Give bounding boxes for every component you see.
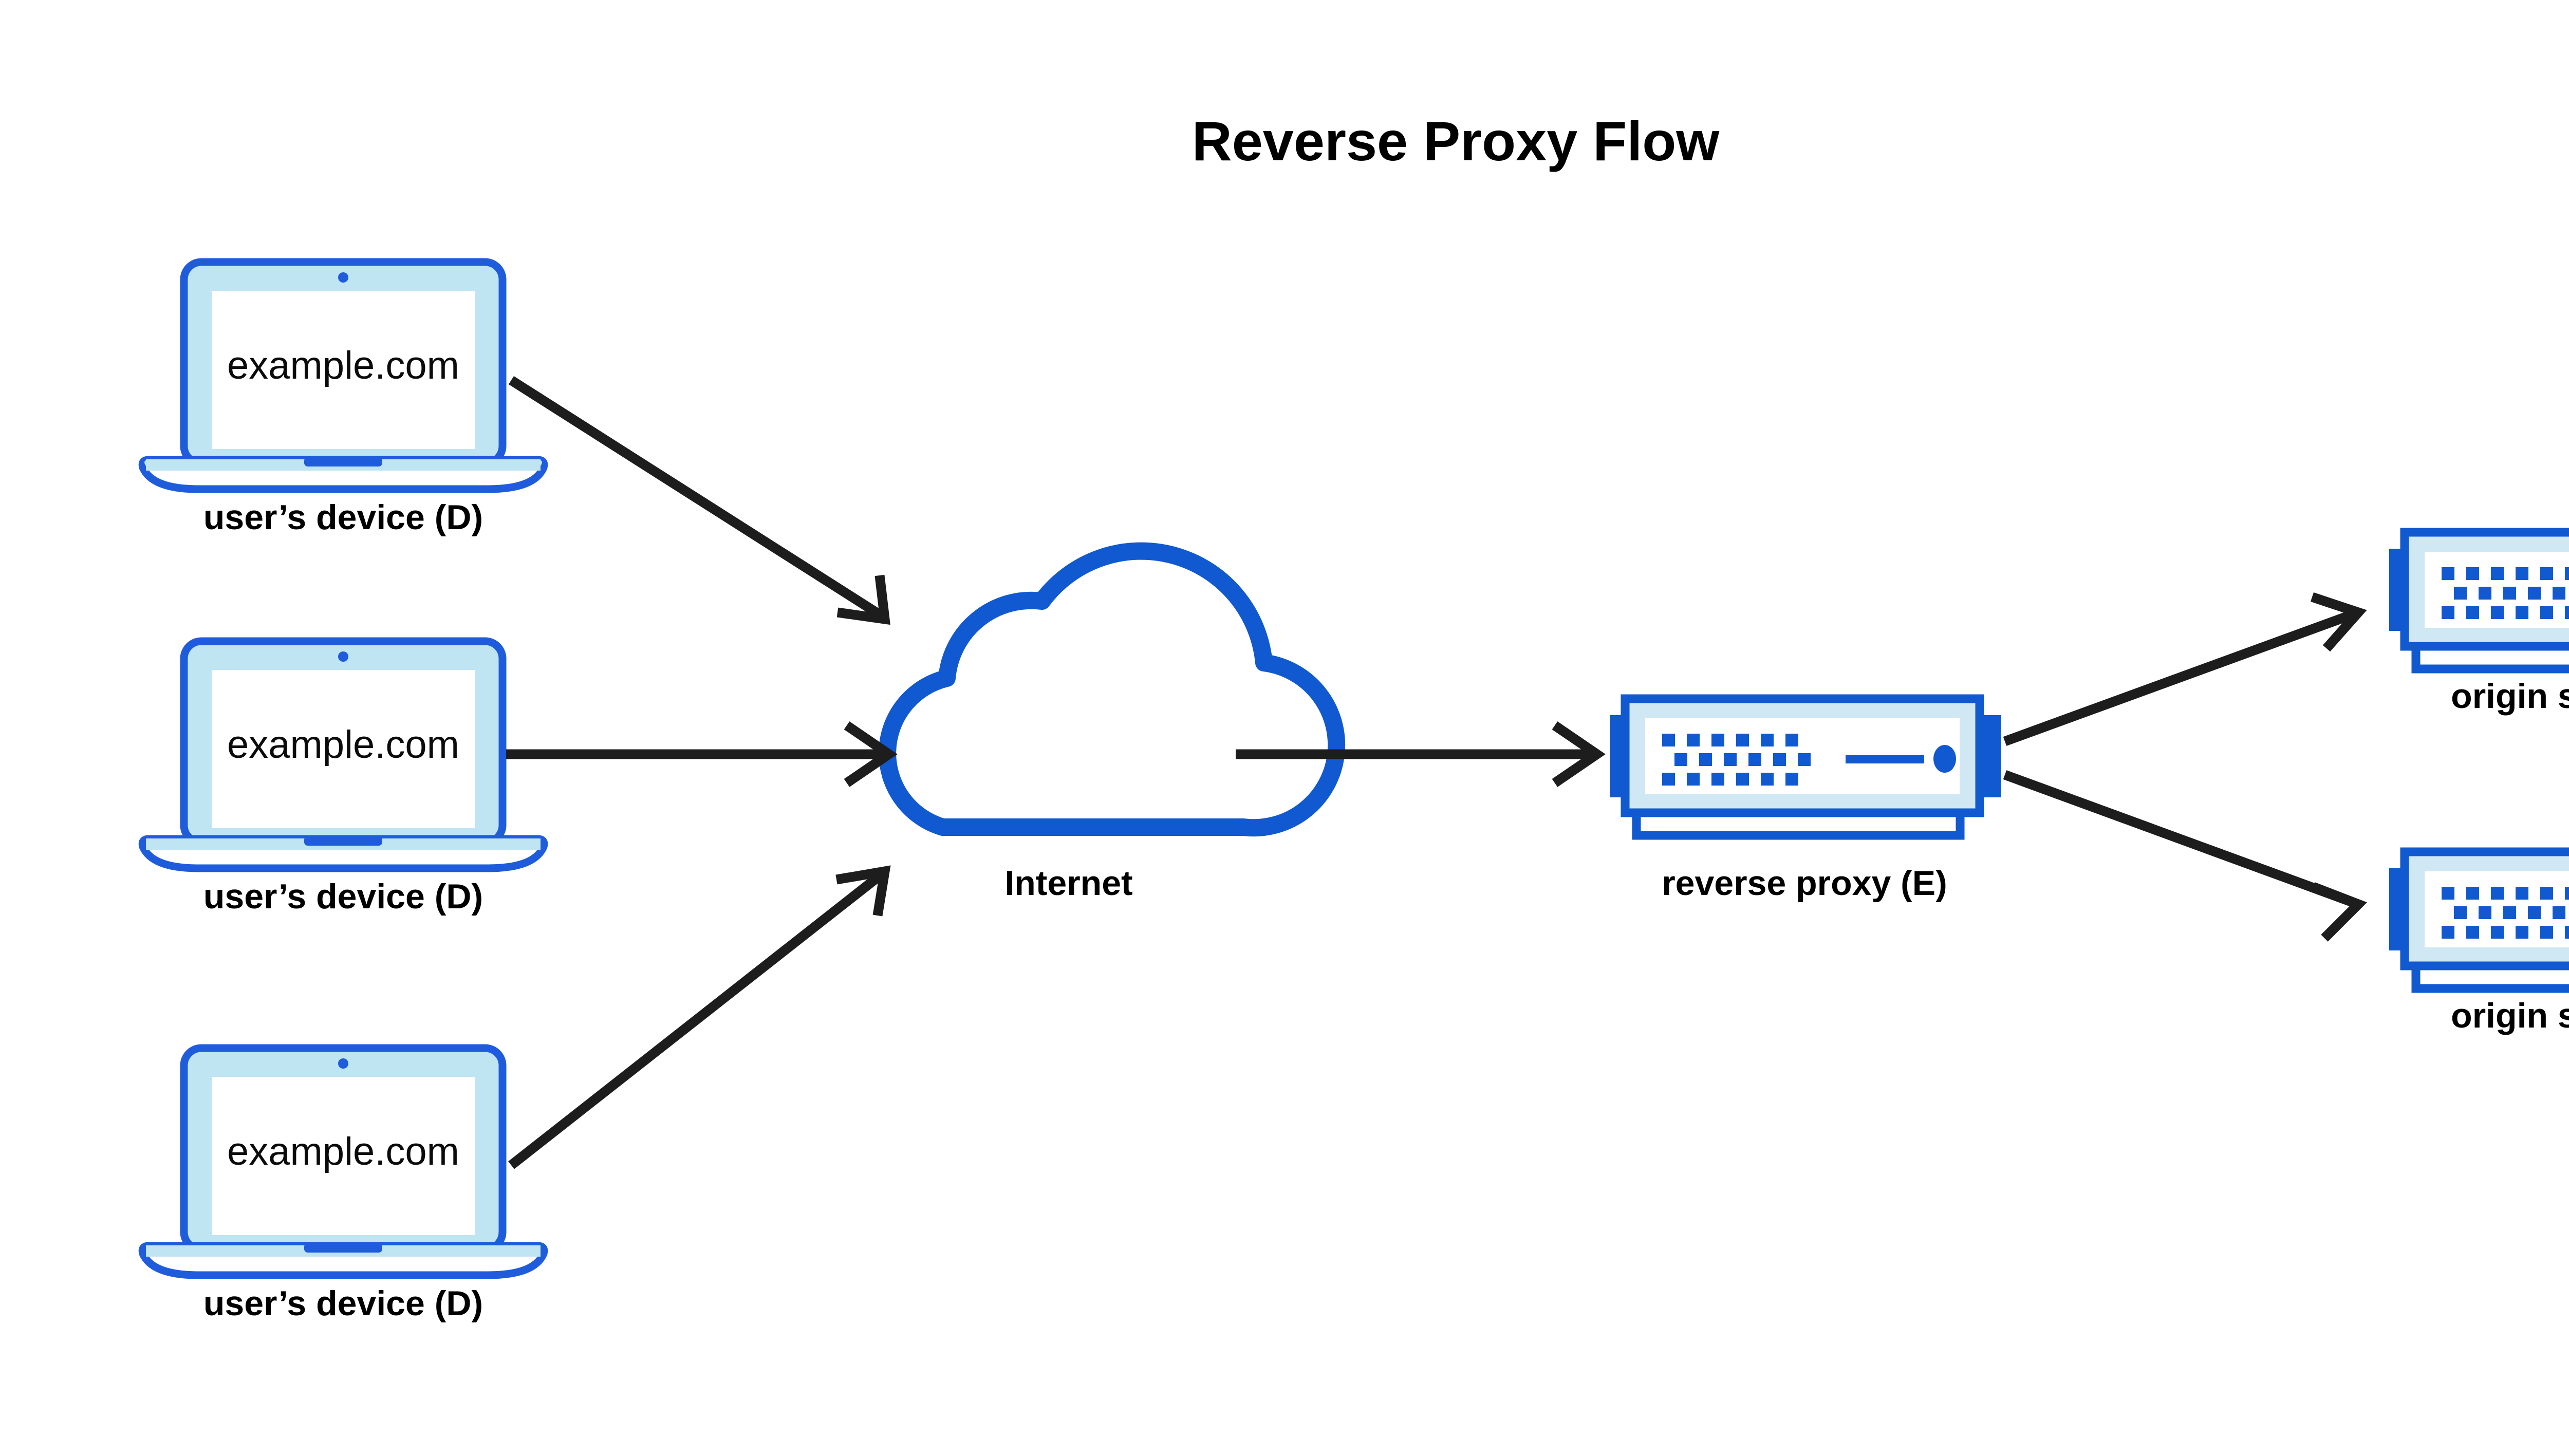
laptop-trackpad-notch: [304, 1243, 382, 1253]
edge-proxy-to-origin-top: [2003, 592, 2367, 746]
server-vent-grid-icon: [2442, 567, 2569, 619]
laptop-screen-text: example.com: [227, 344, 459, 387]
server-status-dot-icon: [1933, 745, 1956, 773]
laptop-screen-text: example.com: [227, 1130, 459, 1173]
edge-client-bottom-to-internet: [508, 865, 891, 1169]
laptop-trackpad-notch: [304, 836, 382, 846]
laptop-camera-icon: [338, 651, 348, 662]
edge-internet-to-proxy: [1236, 721, 1606, 787]
laptop-icon: example.com: [138, 258, 548, 493]
client-bottom-node[interactable]: example.com user’s device (D): [138, 1044, 548, 1323]
edge-proxy-to-origin-bottom: [2003, 770, 2368, 942]
laptop-icon: example.com: [138, 637, 548, 872]
origin-top-node[interactable]: origin server (F): [2389, 528, 2569, 716]
internet-cloud-node[interactable]: Internet: [879, 542, 1346, 903]
edge-client-top-to-internet: [508, 376, 890, 625]
laptop-screen: [212, 1077, 475, 1235]
internet-label: Internet: [1004, 864, 1132, 903]
client-middle-node[interactable]: example.com user’s device (D): [138, 637, 548, 916]
client-top-label: user’s device (D): [203, 498, 483, 537]
origin-bottom-label: origin server (F): [2451, 996, 2569, 1035]
cloud-icon: [879, 542, 1346, 837]
laptop-camera-icon: [338, 1058, 348, 1069]
page-title: Reverse Proxy Flow: [1192, 110, 1720, 172]
reverse-proxy-label: reverse proxy (E): [1662, 864, 1947, 903]
laptop-icon: example.com: [138, 1044, 548, 1279]
client-middle-label: user’s device (D): [203, 877, 483, 916]
server-vent-grid-icon: [2442, 887, 2569, 939]
laptop-camera-icon: [338, 272, 348, 283]
laptop-screen: [212, 670, 475, 828]
laptop-screen: [212, 291, 475, 449]
laptop-trackpad-notch: [304, 457, 382, 466]
origin-bottom-node[interactable]: origin server (F): [2389, 847, 2569, 1035]
edge-client-middle-to-internet: [506, 721, 898, 787]
reverse-proxy-node[interactable]: reverse proxy (E): [1610, 694, 2001, 903]
server-vent-grid-icon: [1662, 734, 1811, 786]
client-bottom-label: user’s device (D): [203, 1284, 483, 1323]
client-top-node[interactable]: example.com user’s device (D): [138, 258, 548, 537]
origin-top-label: origin server (F): [2451, 677, 2569, 716]
laptop-screen-text: example.com: [227, 723, 459, 767]
